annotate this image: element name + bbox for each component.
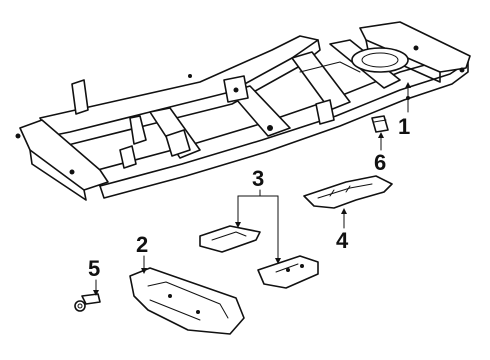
callout-3: 3 <box>252 166 264 191</box>
shield-plate-upper <box>199 225 261 253</box>
callout-2: 2 <box>136 232 148 257</box>
skid-plate-part-4 <box>303 175 393 209</box>
shield-plate-lower <box>257 255 319 289</box>
hook-part-5 <box>74 293 101 312</box>
callout-1: 1 <box>398 114 410 139</box>
callout-5: 5 <box>88 256 100 281</box>
bracket-part-6 <box>371 115 389 133</box>
skid-plate-part-2 <box>129 267 245 335</box>
frame-assembly <box>15 21 471 201</box>
callout-4: 4 <box>336 228 349 253</box>
leader-lines <box>93 82 411 296</box>
callout-6: 6 <box>374 150 386 175</box>
